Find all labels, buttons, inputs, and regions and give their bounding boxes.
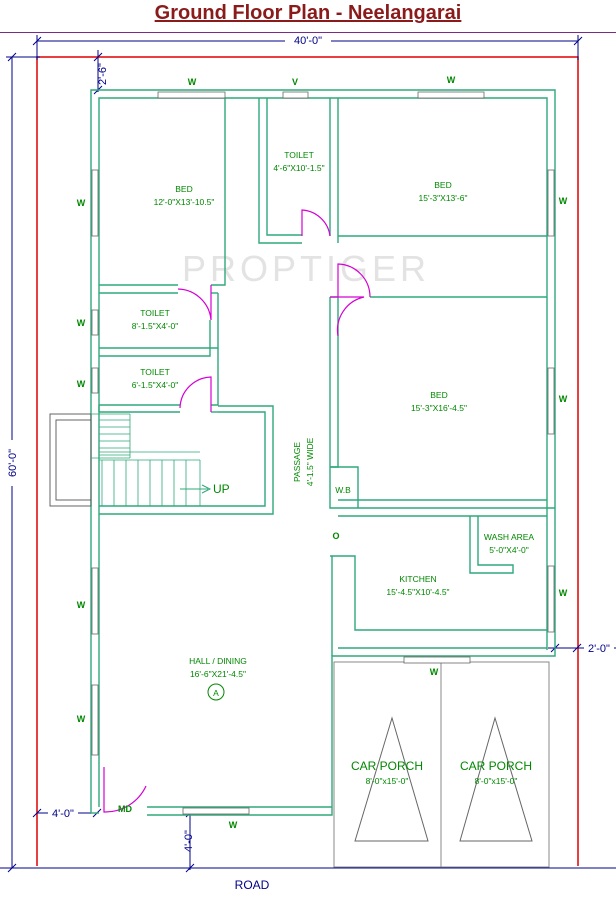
door-bed-2 <box>337 263 371 298</box>
wb-name: W.B <box>335 485 351 495</box>
left-setback-label: 4'-0" <box>52 808 74 820</box>
bed-3-name: BED <box>430 390 447 400</box>
door-toilet-2 <box>179 376 212 412</box>
toilet-top-name: TOILET <box>284 150 314 160</box>
road-label: ROAD <box>235 878 270 892</box>
toilet-2-size: 6'-1.5"X4'-0" <box>132 380 179 390</box>
plot-boundary <box>36 56 579 866</box>
window-frame <box>157 91 226 99</box>
kitchen-name: KITCHEN <box>399 574 436 584</box>
dimension-width: 40'-0" <box>32 33 583 60</box>
ventilator-frame <box>282 91 309 99</box>
toilet-1-size: 8'-1.5"X4'-0" <box>132 321 179 331</box>
door-toilet-top <box>301 209 331 237</box>
dimension-right-setback: 2'-0" <box>548 641 616 655</box>
car-porch-2-name: CAR PORCH <box>460 759 532 773</box>
window-frame <box>91 367 99 394</box>
room-labels: BED 12'-0"X13'-10.5" TOILET 4'-6"X10'-1.… <box>118 150 534 814</box>
dimension-left-setback: 4'-0" <box>32 806 102 820</box>
window-frame <box>91 169 99 237</box>
window-frame <box>91 684 99 756</box>
hall-name: HALL / DINING <box>189 656 247 666</box>
window-marker: W <box>77 600 86 610</box>
window-frame <box>547 565 555 633</box>
bed-1-size: 12'-0"X13'-10.5" <box>154 197 215 207</box>
outer-walls <box>90 89 556 816</box>
window-markers: W V W W W W W W W W W W W <box>77 75 568 830</box>
top-setback-label: 2'-6" <box>97 63 109 85</box>
height-label: 60'-0" <box>7 449 19 477</box>
plan-title-text: Ground Floor Plan - Neelangarai <box>154 2 462 24</box>
passage-size: 4'-1.5" WIDE <box>305 437 315 486</box>
car-porch-2-size: 8'-0"x15'-0" <box>475 776 518 786</box>
car-porch-1-name: CAR PORCH <box>351 759 423 773</box>
main-door <box>103 767 147 813</box>
hall-marker-circle <box>207 683 225 701</box>
dimension-height: 60'-0" <box>4 52 40 873</box>
window-marker: W <box>77 714 86 724</box>
passage-name: PASSAGE <box>292 442 302 482</box>
window-marker: W <box>559 394 568 404</box>
dimension-top-setback: 2'-6" <box>93 50 109 95</box>
windows <box>91 91 555 815</box>
window-marker: W <box>447 75 456 85</box>
right-setback-label: 2'-0" <box>588 643 610 655</box>
door-bed-1 <box>177 285 212 321</box>
window-marker: W <box>430 667 439 677</box>
o-marker: O <box>332 531 339 541</box>
window-frame <box>182 807 250 815</box>
window-marker: W <box>188 77 197 87</box>
window-marker: W <box>77 379 86 389</box>
watermark: PROPTIGER <box>182 248 430 289</box>
staircase: UP <box>49 413 230 507</box>
ventilator-marker: V <box>292 77 298 87</box>
bed-1-name: BED <box>175 184 192 194</box>
toilet-1-name: TOILET <box>140 308 170 318</box>
title-divider <box>0 32 616 33</box>
window-frame <box>91 567 99 635</box>
hall-marker: A <box>213 688 219 698</box>
door-bed-3 <box>330 296 365 337</box>
window-frame <box>403 656 471 664</box>
window-marker: W <box>559 196 568 206</box>
dimension-front-setback: 4'-0" <box>183 808 195 873</box>
window-frame <box>547 367 555 435</box>
up-label: UP <box>213 482 230 496</box>
car-porch <box>333 661 550 868</box>
main-door-label: MD <box>118 804 132 814</box>
toilet-2-name: TOILET <box>140 367 170 377</box>
window-frame <box>91 309 99 336</box>
window-marker: W <box>77 198 86 208</box>
plan-title: Ground Floor Plan - Neelangarai <box>0 2 616 25</box>
bed-2-size: 15'-3"X13'-6" <box>419 193 468 203</box>
bed-3-size: 15'-3"X16'-4.5" <box>411 403 467 413</box>
front-setback-label: 4'-0" <box>183 830 195 852</box>
kitchen-size: 15'-4.5"X10'-4.5" <box>386 587 449 597</box>
window-marker: W <box>77 318 86 328</box>
hall-size: 16'-6"X21'-4.5" <box>190 669 246 679</box>
width-label: 40'-0" <box>294 35 322 47</box>
window-marker: W <box>229 820 238 830</box>
bed-2-name: BED <box>434 180 451 190</box>
window-frame <box>417 91 485 99</box>
wash-area-size: 5'-0"X4'-0" <box>489 545 529 555</box>
car-porch-1-size: 8'-0"x15'-0" <box>366 776 409 786</box>
window-marker: W <box>559 588 568 598</box>
window-frame <box>547 169 555 237</box>
wash-area-name: WASH AREA <box>484 532 535 542</box>
toilet-top-size: 4'-6"X10'-1.5" <box>273 163 324 173</box>
interior-walls <box>98 98 555 656</box>
doors <box>103 209 371 813</box>
